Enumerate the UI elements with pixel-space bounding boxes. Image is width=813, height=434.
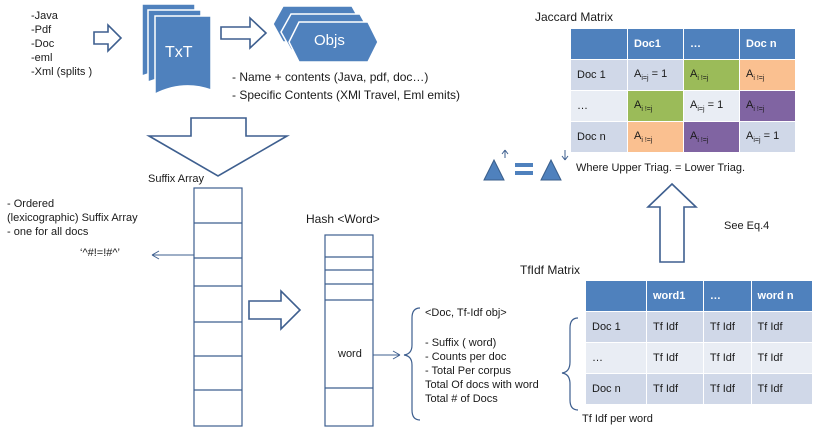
word-info-item: Total # of Docs bbox=[425, 393, 498, 405]
tfidf-cell: Tf Idf bbox=[646, 373, 704, 405]
jaccard-title: Jaccard Matrix bbox=[535, 10, 614, 24]
suffix-note: - Ordered bbox=[7, 198, 55, 210]
conversion-note: - Specific Contents (XMl Travel, Eml emi… bbox=[232, 88, 461, 102]
objs-hexagon-stack-icon bbox=[272, 5, 379, 63]
suffix-note: (lexicographic) Suffix Array bbox=[7, 212, 138, 224]
jaccard-header-row: Doc1 … Doc n bbox=[570, 28, 796, 60]
tfidf-matrix: word1 … word n Doc 1 Tf Idf Tf Idf Tf Id… bbox=[585, 280, 813, 405]
jaccard-cell: Ai !=j bbox=[627, 90, 684, 122]
jaccard-col-header: … bbox=[683, 28, 740, 60]
triangle-equality-icon bbox=[483, 149, 569, 181]
input-type-item: -eml bbox=[31, 52, 53, 64]
tfidf-cell: Tf Idf bbox=[702, 311, 752, 343]
tfidf-row-label: … bbox=[585, 342, 647, 374]
tfidf-cell: Tf Idf bbox=[646, 311, 704, 343]
jaccard-footer: Where Upper Triag. = Lower Triag. bbox=[576, 162, 746, 174]
tfidf-cell: Tf Idf bbox=[646, 342, 704, 374]
tfidf-cell: Tf Idf bbox=[702, 373, 752, 405]
suffix-notes: - Ordered (lexicographic) Suffix Array -… bbox=[7, 197, 138, 239]
input-type-item: -Pdf bbox=[31, 24, 52, 36]
tfidf-header-row: word1 … word n bbox=[585, 280, 813, 312]
input-types-list: -Java -Pdf -Doc -eml -Xml (splits ) bbox=[31, 9, 92, 79]
doc-obj-label: <Doc, Tf-Idf obj> bbox=[425, 307, 507, 319]
hollow-arrow-up-icon bbox=[646, 182, 698, 263]
tfidf-col-header: word n bbox=[750, 280, 813, 312]
suffix-note: - one for all docs bbox=[7, 226, 89, 238]
tfidf-row-label: Doc 1 bbox=[585, 311, 647, 343]
hollow-arrow-right-icon bbox=[220, 16, 268, 50]
input-type-item: -Java bbox=[31, 10, 58, 22]
jaccard-matrix: Doc1 … Doc n Doc 1 Ai=j = 1 Ai !=j Ai !=… bbox=[570, 28, 796, 153]
tfidf-footer: Tf Idf per word bbox=[582, 413, 653, 425]
word-info-item: - Counts per doc bbox=[425, 351, 507, 363]
jaccard-row: Doc n Ai !=j Ai !=j Ai=j = 1 bbox=[570, 121, 796, 153]
jaccard-cell: Ai !=j bbox=[683, 59, 740, 91]
jaccard-cell: Ai !=j bbox=[627, 121, 684, 153]
jaccard-row-label: Doc 1 bbox=[570, 59, 628, 91]
tfidf-col-header: … bbox=[702, 280, 752, 312]
jaccard-row: … Ai !=j Ai=j = 1 Ai !=j bbox=[570, 90, 796, 122]
jaccard-cell: Ai !=j bbox=[739, 59, 796, 91]
tfidf-row-label: Doc n bbox=[585, 373, 647, 405]
tfidf-cell: Tf Idf bbox=[702, 342, 752, 374]
hash-word-column bbox=[324, 234, 374, 427]
tfidf-cell: Tf Idf bbox=[750, 342, 813, 374]
txt-label: TxT bbox=[165, 44, 193, 61]
tfidf-row: Doc 1 Tf Idf Tf Idf Tf Idf bbox=[585, 311, 813, 343]
tfidf-row: Doc n Tf Idf Tf Idf Tf Idf bbox=[585, 373, 813, 405]
word-info-item: - Suffix ( word) bbox=[425, 337, 497, 349]
jaccard-col-header: Doc n bbox=[739, 28, 796, 60]
regex-label: ‘^#!=!#^’ bbox=[80, 247, 120, 259]
jaccard-cell: Ai !=j bbox=[683, 121, 740, 153]
see-eq-label: See Eq.4 bbox=[724, 220, 770, 232]
jaccard-cell: Ai !=j bbox=[739, 90, 796, 122]
input-type-item: -Doc bbox=[31, 38, 55, 50]
jaccard-cell: Ai=j = 1 bbox=[683, 90, 740, 122]
word-info-item: - Total Per corpus bbox=[425, 365, 512, 377]
jaccard-corner bbox=[570, 28, 628, 60]
word-info-list: - Suffix ( word) - Counts per doc - Tota… bbox=[425, 336, 539, 406]
jaccard-row-label: … bbox=[570, 90, 628, 122]
hollow-arrow-right-icon bbox=[93, 23, 123, 53]
hollow-arrow-right-icon bbox=[248, 289, 302, 331]
curly-brace-icon bbox=[403, 307, 421, 421]
curly-brace-icon bbox=[561, 317, 579, 411]
jaccard-row-label: Doc n bbox=[570, 121, 628, 153]
tfidf-corner bbox=[585, 280, 647, 312]
word-info-item: Total Of docs with word bbox=[425, 379, 539, 391]
txt-document-stack-icon bbox=[141, 3, 212, 96]
jaccard-col-header: Doc1 bbox=[627, 28, 684, 60]
suffix-array-column bbox=[193, 187, 243, 427]
suffix-array-label: Suffix Array bbox=[148, 173, 205, 185]
jaccard-cell: Ai=j = 1 bbox=[627, 59, 684, 91]
hollow-arrow-down-icon bbox=[146, 117, 290, 177]
conversion-note: - Name + contents (Java, pdf, doc…) bbox=[232, 70, 429, 84]
tfidf-row: … Tf Idf Tf Idf Tf Idf bbox=[585, 342, 813, 374]
tfidf-cell: Tf Idf bbox=[750, 311, 813, 343]
objs-label: Objs bbox=[314, 32, 345, 49]
tfidf-cell: Tf Idf bbox=[750, 373, 813, 405]
jaccard-cell: Ai=j = 1 bbox=[739, 121, 796, 153]
input-type-item: -Xml (splits ) bbox=[31, 66, 93, 78]
hash-label: Hash <Word> bbox=[306, 212, 380, 226]
word-label: word bbox=[338, 348, 362, 360]
tfidf-title: TfIdf Matrix bbox=[520, 263, 581, 277]
jaccard-row: Doc 1 Ai=j = 1 Ai !=j Ai !=j bbox=[570, 59, 796, 91]
tfidf-col-header: word1 bbox=[646, 280, 704, 312]
